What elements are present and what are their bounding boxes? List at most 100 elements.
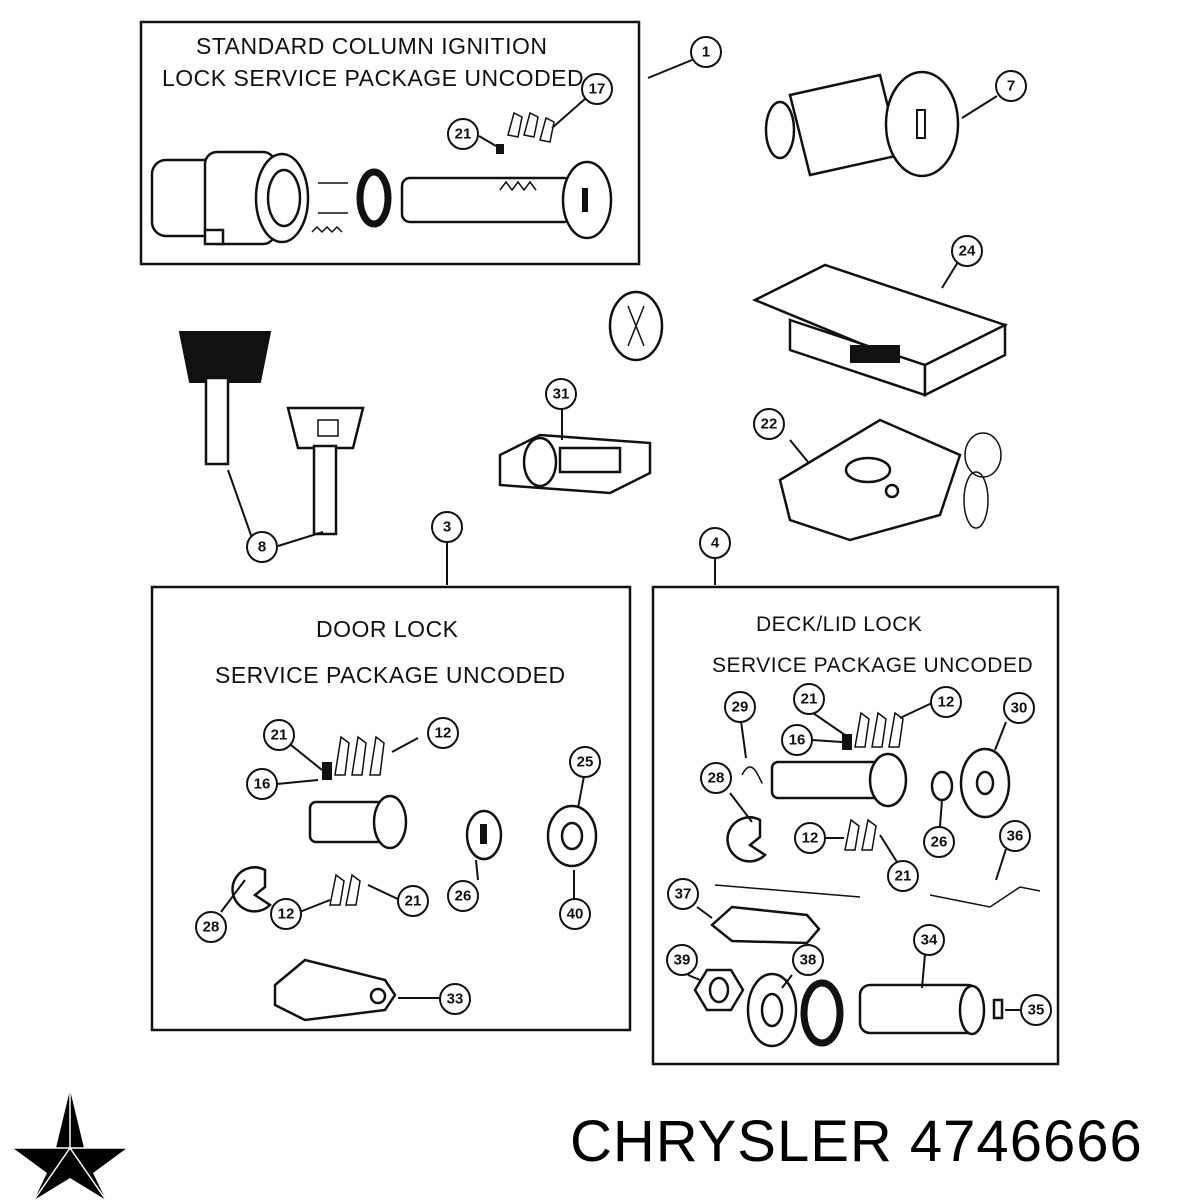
svg-text:35: 35 xyxy=(1028,1002,1045,1019)
callout-34: 34 xyxy=(913,924,945,956)
callout-21-door-b: 21 xyxy=(397,885,429,917)
callout-37: 37 xyxy=(667,878,699,910)
ignition-springs xyxy=(311,182,348,234)
callout-22: 22 xyxy=(753,408,785,440)
svg-text:25: 25 xyxy=(577,754,594,771)
ignition-key-8 xyxy=(178,331,365,536)
svg-text:7: 7 xyxy=(1007,78,1015,95)
callout-16-door: 16 xyxy=(246,768,278,800)
callout-35: 35 xyxy=(1020,994,1052,1026)
deck-retainer-clip xyxy=(726,816,767,863)
svg-text:26: 26 xyxy=(931,834,948,851)
svg-text:37: 37 xyxy=(675,886,692,903)
svg-text:16: 16 xyxy=(789,732,806,749)
callout-21-ignition: 21 xyxy=(447,118,479,150)
svg-text:28: 28 xyxy=(203,919,220,936)
deck-panel-subtitle: SERVICE PACKAGE UNCODED xyxy=(712,654,1033,677)
key-fob-transmitter-22 xyxy=(778,418,1002,542)
door-retainer-clip xyxy=(231,866,272,913)
svg-text:38: 38 xyxy=(800,952,817,969)
callout-28-deck: 28 xyxy=(700,762,732,794)
svg-text:4: 4 xyxy=(711,535,720,552)
callout-12-deck-a: 12 xyxy=(930,686,962,718)
ignition-panel-title: STANDARD COLUMN IGNITION xyxy=(196,33,547,59)
door-cylinder-cap xyxy=(465,809,503,861)
svg-text:21: 21 xyxy=(801,691,818,708)
deck-panel-title: DECK/LID LOCK xyxy=(756,613,922,636)
svg-text:33: 33 xyxy=(447,991,464,1008)
callout-12-door-a: 12 xyxy=(427,717,459,749)
chrysler-pentastar-logo xyxy=(13,1090,127,1200)
svg-text:36: 36 xyxy=(1007,828,1024,845)
deck-housing-34 xyxy=(858,983,986,1036)
svg-text:24: 24 xyxy=(959,243,976,260)
callout-39: 39 xyxy=(666,944,698,976)
svg-text:28: 28 xyxy=(708,770,725,787)
svg-text:29: 29 xyxy=(732,699,749,716)
callout-16-deck: 16 xyxy=(781,724,813,756)
callout-21-deck-b: 21 xyxy=(887,860,919,892)
callout-8: 8 xyxy=(246,531,278,563)
callout-7: 7 xyxy=(995,70,1027,102)
svg-text:17: 17 xyxy=(589,81,606,98)
callout-12-deck-b: 12 xyxy=(794,822,826,854)
deck-pin-35 xyxy=(992,998,1004,1020)
callout-30: 30 xyxy=(1003,692,1035,724)
svg-text:12: 12 xyxy=(435,725,452,742)
door-lock-washer xyxy=(546,804,598,868)
deck-hex-nut-39 xyxy=(693,968,745,1012)
svg-text:40: 40 xyxy=(567,906,584,923)
svg-text:30: 30 xyxy=(1011,700,1028,717)
door-lock-cylinder xyxy=(308,794,408,850)
door-panel-subtitle: SERVICE PACKAGE UNCODED xyxy=(215,662,566,688)
deck-washer-30 xyxy=(959,747,1011,819)
deck-lever-37 xyxy=(710,884,861,945)
callout-26-deck: 26 xyxy=(923,826,955,858)
door-lock-cylinder-7 xyxy=(764,70,960,178)
callout-36: 36 xyxy=(999,820,1031,852)
ignition-lock-housing xyxy=(150,150,310,246)
deck-spring-29 xyxy=(741,766,763,784)
svg-text:34: 34 xyxy=(921,932,938,949)
callout-40: 40 xyxy=(559,898,591,930)
leader-lines xyxy=(220,59,1022,1011)
callout-29: 29 xyxy=(724,691,756,723)
callout-31: 31 xyxy=(545,378,577,410)
callout-25: 25 xyxy=(569,746,601,778)
svg-text:31: 31 xyxy=(553,386,570,403)
deck-panel-frame xyxy=(651,585,1060,1066)
callout-26-door: 26 xyxy=(447,880,479,912)
door-lever-33 xyxy=(273,958,397,1022)
ignition-panel-frame xyxy=(139,20,641,266)
callout-12-door-b: 12 xyxy=(270,898,302,930)
svg-text:12: 12 xyxy=(278,906,295,923)
svg-text:1: 1 xyxy=(702,44,710,61)
ignition-o-ring xyxy=(356,168,392,228)
svg-text:22: 22 xyxy=(761,416,778,433)
svg-text:26: 26 xyxy=(455,888,472,905)
svg-text:39: 39 xyxy=(674,952,691,969)
callout-24: 24 xyxy=(951,235,983,267)
deck-lock-cylinder xyxy=(770,752,908,808)
callout-1: 1 xyxy=(690,36,722,68)
deck-gasket xyxy=(800,979,844,1047)
door-panel-title: DOOR LOCK xyxy=(316,616,459,642)
callout-21-door-a: 21 xyxy=(263,719,295,751)
ignition-panel-subtitle: LOCK SERVICE PACKAGE UNCODED xyxy=(162,65,584,91)
brand-part-number: CHRYSLER 4746666 xyxy=(570,1109,1143,1174)
callout-28-door: 28 xyxy=(195,911,227,943)
svg-text:12: 12 xyxy=(802,830,819,847)
door-panel-frame xyxy=(150,585,632,1032)
svg-text:8: 8 xyxy=(258,539,266,556)
callout-21-deck-a: 21 xyxy=(793,683,825,715)
retainer-ring-part xyxy=(608,290,664,362)
svg-text:21: 21 xyxy=(895,868,912,885)
callout-4: 4 xyxy=(699,527,731,559)
callout-38: 38 xyxy=(792,944,824,976)
svg-text:12: 12 xyxy=(938,694,955,711)
cylinder-retainer-31 xyxy=(498,433,652,495)
svg-text:21: 21 xyxy=(405,893,422,910)
door-tumblers xyxy=(322,735,385,906)
ignition-tumblers xyxy=(496,111,555,154)
